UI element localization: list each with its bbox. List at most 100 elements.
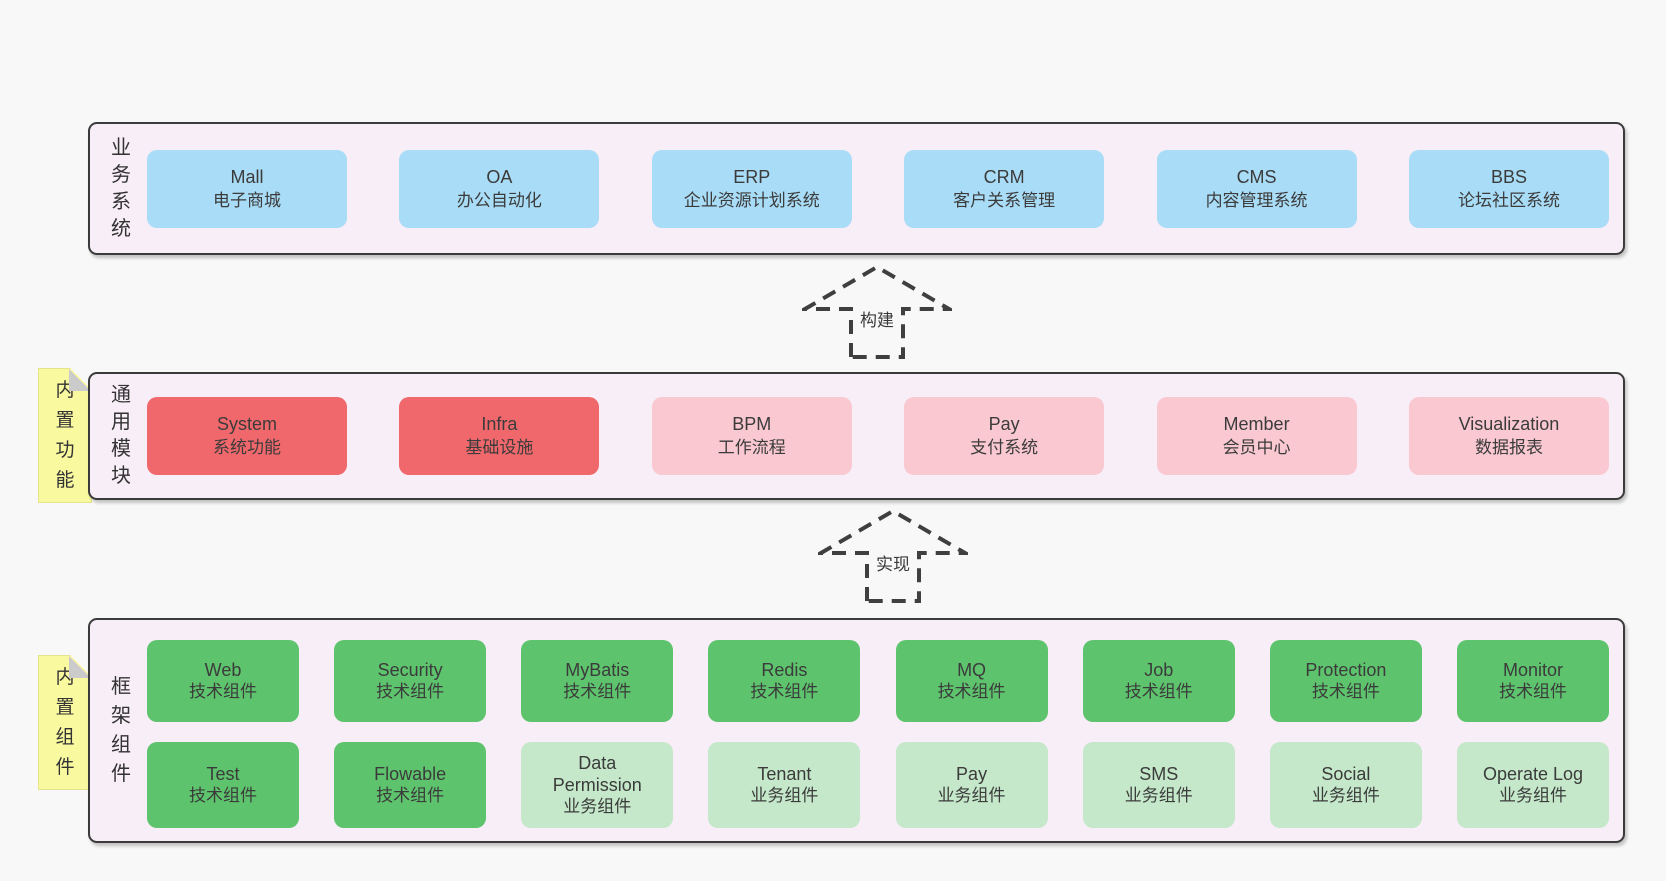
component-box: Social 业务组件 xyxy=(1269,742,1422,828)
box-subtitle: 技术组件 xyxy=(937,682,1006,701)
box-title: OA xyxy=(486,166,513,187)
layer-label-framework-components: 框架组件 xyxy=(104,620,138,841)
box-title: MQ xyxy=(957,660,987,680)
box-title: Web xyxy=(204,660,242,680)
box-title: Security xyxy=(377,660,443,680)
box-title: Tenant xyxy=(757,764,812,784)
layer-business-systems: 业务系统 Mall 电子商城 OA 办公自动化 ERP 企业资源计划系统 CRM 客户关系管理… xyxy=(88,122,1625,255)
label-char: 件 xyxy=(111,762,131,785)
dashed-up-arrow-icon xyxy=(802,264,952,359)
box-title: ERP xyxy=(733,166,771,187)
build-arrow-label: 构建 xyxy=(857,306,897,331)
sticky-note-builtin-components: 内置组件 xyxy=(38,655,92,790)
component-box: Test 技术组件 xyxy=(147,742,299,828)
box-title: Member xyxy=(1223,414,1290,434)
component-box: MQ 技术组件 xyxy=(895,640,1048,722)
build-arrow: 构建 xyxy=(802,264,952,360)
box-subtitle: 技术组件 xyxy=(376,682,445,701)
label-char: 置 xyxy=(55,409,75,431)
component-box: Pay 支付系统 xyxy=(904,397,1105,475)
box-title: BPM xyxy=(732,414,772,434)
label-char: 能 xyxy=(55,469,75,491)
component-box: Mall 电子商城 xyxy=(147,149,347,228)
box-subtitle: 办公自动化 xyxy=(456,190,542,210)
box-subtitle: 业务组件 xyxy=(1311,786,1380,805)
component-box: Tenant 业务组件 xyxy=(708,742,861,828)
component-box: CMS 内容管理系统 xyxy=(1156,149,1357,228)
box-subtitle: 企业资源计划系统 xyxy=(683,190,820,210)
component-box: CRM 客户关系管理 xyxy=(904,149,1105,228)
sticky-note-builtin-features: 内置功能 xyxy=(38,368,92,503)
label-char: 业 xyxy=(111,136,131,159)
box-title: Mall xyxy=(230,166,264,187)
label-char: 件 xyxy=(55,756,75,778)
box-title: System xyxy=(216,414,277,434)
box-subtitle: 技术组件 xyxy=(1498,682,1567,701)
box-title: CRM xyxy=(983,166,1025,187)
component-box: BPM 工作流程 xyxy=(651,397,852,475)
box-title: SMS xyxy=(1139,764,1179,784)
box-title: Infra xyxy=(481,414,518,434)
box-title: Test xyxy=(206,764,240,784)
dashed-up-arrow-icon xyxy=(818,508,968,603)
layer-label-business-systems: 业务系统 xyxy=(104,124,138,253)
box-subtitle: 工作流程 xyxy=(717,438,786,457)
box-title: Job xyxy=(1144,660,1174,680)
box-title: Protection xyxy=(1305,660,1387,680)
label-char: 置 xyxy=(55,696,75,718)
box-title: CMS xyxy=(1236,166,1277,187)
label-char: 用 xyxy=(111,411,131,433)
box-subtitle: 技术组件 xyxy=(1124,682,1193,701)
box-subtitle: 业务组件 xyxy=(750,786,819,805)
label-char: 模 xyxy=(111,438,131,460)
box-subtitle: 技术组件 xyxy=(563,682,632,701)
box-subtitle: 论坛社区系统 xyxy=(1457,190,1560,210)
box-subtitle: 技术组件 xyxy=(189,682,257,701)
component-box: Member 会员中心 xyxy=(1156,397,1357,475)
box-subtitle: 会员中心 xyxy=(1222,438,1291,457)
label-char: 组 xyxy=(111,733,131,756)
component-box: Web 技术组件 xyxy=(147,640,299,722)
box-title: Flowable xyxy=(374,764,447,784)
box-subtitle: 内容管理系统 xyxy=(1205,190,1308,210)
component-box: Monitor 技术组件 xyxy=(1456,640,1609,722)
label-char: 系 xyxy=(111,190,131,213)
component-box: Job 技术组件 xyxy=(1082,640,1235,722)
label-char: 通 xyxy=(111,384,131,406)
box-title: Monitor xyxy=(1502,660,1563,680)
component-box: SMS 业务组件 xyxy=(1082,742,1235,828)
box-subtitle: 支付系统 xyxy=(970,438,1039,457)
business-systems-box-row: Mall 电子商城 OA 办公自动化 ERP 企业资源计划系统 CRM 客户关系管理 CMS 内容… xyxy=(147,124,1609,253)
box-subtitle: 数据报表 xyxy=(1474,438,1543,457)
label-char: 框 xyxy=(111,675,131,698)
box-subtitle: 业务组件 xyxy=(563,797,632,816)
box-subtitle: 业务组件 xyxy=(1124,786,1193,805)
component-box: Pay 业务组件 xyxy=(895,742,1048,828)
label-char: 务 xyxy=(111,163,131,186)
box-title: Social xyxy=(1321,764,1371,784)
label-char: 组 xyxy=(55,726,75,748)
box-subtitle: 业务组件 xyxy=(937,786,1006,805)
box-title: MyBatis xyxy=(565,660,630,680)
box-subtitle: 技术组件 xyxy=(189,786,257,805)
component-box: ERP 企业资源计划系统 xyxy=(651,149,852,228)
box-title: Pay xyxy=(988,414,1020,434)
box-title: Pay xyxy=(956,764,988,784)
label-char: 架 xyxy=(111,704,131,727)
component-box: MyBatis 技术组件 xyxy=(521,640,674,722)
box-title: Redis xyxy=(761,660,808,680)
box-subtitle: 客户关系管理 xyxy=(953,190,1056,210)
box-subtitle: 电子商城 xyxy=(213,190,281,210)
